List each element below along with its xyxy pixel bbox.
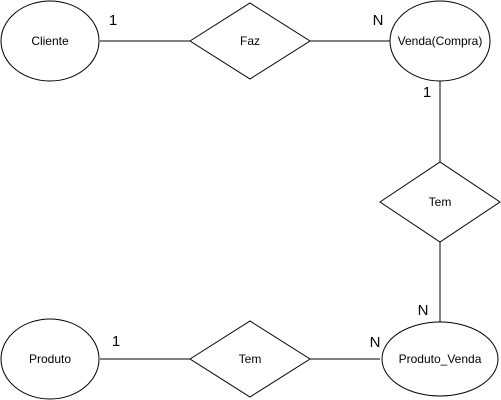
entity-produto-label: Produto [29, 352, 71, 366]
relationship-faz-label: Faz [240, 34, 260, 48]
cardinality-tem-produto-venda: N [418, 302, 429, 319]
entity-cliente-label: Cliente [31, 34, 69, 48]
entity-venda-label: Venda(Compra) [398, 34, 483, 48]
relationship-tem-produto[interactable]: Tem [189, 320, 311, 398]
cardinality-tem-produto-venda-bottom: N [370, 334, 381, 351]
entity-produto-venda[interactable]: Produto_Venda [381, 321, 499, 397]
entity-produto-venda-label: Produto_Venda [399, 352, 482, 366]
relationship-faz[interactable]: Faz [189, 2, 311, 80]
cardinality-venda-tem: 1 [423, 84, 431, 101]
relationship-tem-produto-label: Tem [239, 352, 262, 366]
entity-venda[interactable]: Venda(Compra) [389, 0, 491, 82]
relationship-tem-venda-label: Tem [429, 195, 452, 209]
cardinality-faz-venda: N [373, 12, 384, 29]
entity-produto[interactable]: Produto [0, 318, 100, 400]
entity-cliente[interactable]: Cliente [0, 0, 100, 82]
cardinality-produto-tem: 1 [112, 333, 120, 350]
cardinality-cliente-faz: 1 [109, 12, 117, 29]
relationship-tem-venda[interactable]: Tem [379, 161, 501, 243]
